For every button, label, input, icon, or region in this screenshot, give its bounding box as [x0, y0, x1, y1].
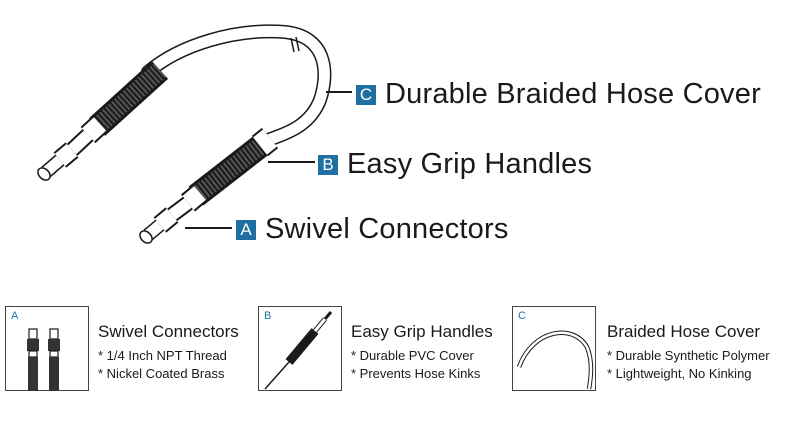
- swivel-connectors-image: [27, 328, 60, 391]
- feature-title-c: Braided Hose Cover: [607, 322, 761, 341]
- left-grip-handle: [80, 61, 169, 144]
- callout-c: C Durable Braided Hose Cover: [356, 78, 761, 111]
- feature-bullet-b-1: * Durable PVC Cover: [351, 348, 474, 363]
- feature-text-c: Braided Hose Cover * Durable Synthetic P…: [607, 322, 770, 383]
- feature-bullet-c-2: * Lightweight, No Kinking: [607, 366, 752, 381]
- feature-image-b: B: [258, 306, 342, 391]
- feature-title-a: Swivel Connectors: [98, 322, 239, 341]
- right-grip-handle: [180, 127, 279, 212]
- feature-bullet-a-2: * Nickel Coated Brass: [98, 366, 225, 381]
- feature-bullet-a-1: * 1/4 Inch NPT Thread: [98, 348, 227, 363]
- callout-badge-c: C: [356, 84, 376, 105]
- feature-text-a: Swivel Connectors * 1/4 Inch NPT Thread …: [98, 322, 239, 383]
- callout-b: B Easy Grip Handles: [318, 148, 592, 181]
- feature-bullet-b-2: * Prevents Hose Kinks: [351, 366, 481, 381]
- right-swivel-connector: [139, 196, 193, 244]
- feature-bullet-c-1: * Durable Synthetic Polymer: [607, 348, 770, 363]
- callout-label-b: Easy Grip Handles: [347, 148, 593, 180]
- callout-label-c: Durable Braided Hose Cover: [385, 78, 761, 110]
- feature-image-c: C: [512, 306, 596, 391]
- feature-box-letter-a: A: [11, 310, 19, 322]
- callout-label-a: Swivel Connectors: [265, 213, 509, 245]
- feature-image-a: A: [5, 306, 89, 391]
- left-swivel-connector: [37, 129, 94, 181]
- product-illustration: [37, 24, 352, 244]
- feature-text-b: Easy Grip Handles * Durable PVC Cover * …: [351, 322, 493, 383]
- feature-title-b: Easy Grip Handles: [351, 322, 493, 341]
- feature-box-letter-c: C: [518, 310, 526, 322]
- feature-box-letter-b: B: [264, 310, 272, 322]
- callout-a: A Swivel Connectors: [236, 213, 509, 246]
- callout-badge-b: B: [318, 154, 338, 175]
- callout-badge-a: A: [236, 219, 256, 240]
- braided-hose-image: [516, 330, 594, 390]
- grip-handle-image: [264, 311, 333, 390]
